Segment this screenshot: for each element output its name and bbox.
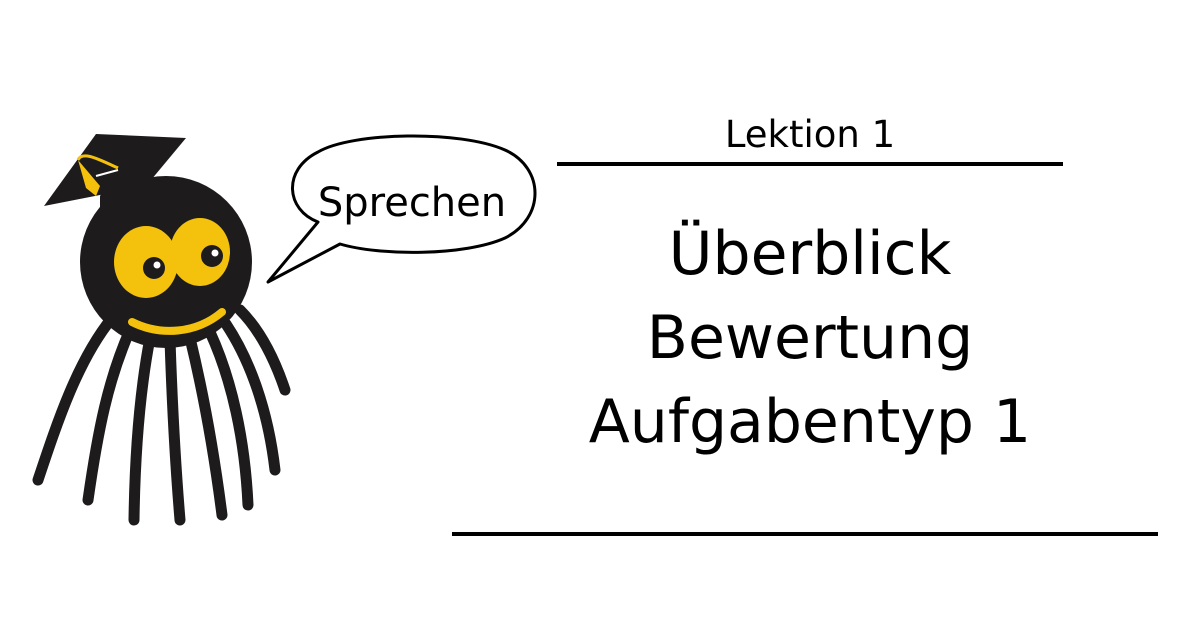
title-line-evaluation: Bewertung [646, 303, 974, 373]
graduation-cap-icon [44, 134, 186, 216]
tentacles [32, 304, 291, 526]
title-block: Überblick Bewertung Aufgabentyp 1 [520, 212, 1100, 464]
speech-bubble: Sprechen [266, 134, 537, 284]
smile-icon [128, 308, 226, 335]
lesson-label: Lektion 1 [724, 113, 896, 156]
title-line-task-type: Aufgabentyp 1 [588, 387, 1032, 457]
speech-bubble-text: Sprechen [318, 180, 506, 226]
title-line-overview: Überblick [668, 219, 952, 289]
divider-bottom [452, 532, 1158, 536]
divider-top [557, 162, 1063, 166]
eyes-icon [114, 218, 230, 298]
speech-bubble-shape [266, 134, 537, 284]
octopus-mascot-icon: Sprechen [32, 134, 537, 526]
